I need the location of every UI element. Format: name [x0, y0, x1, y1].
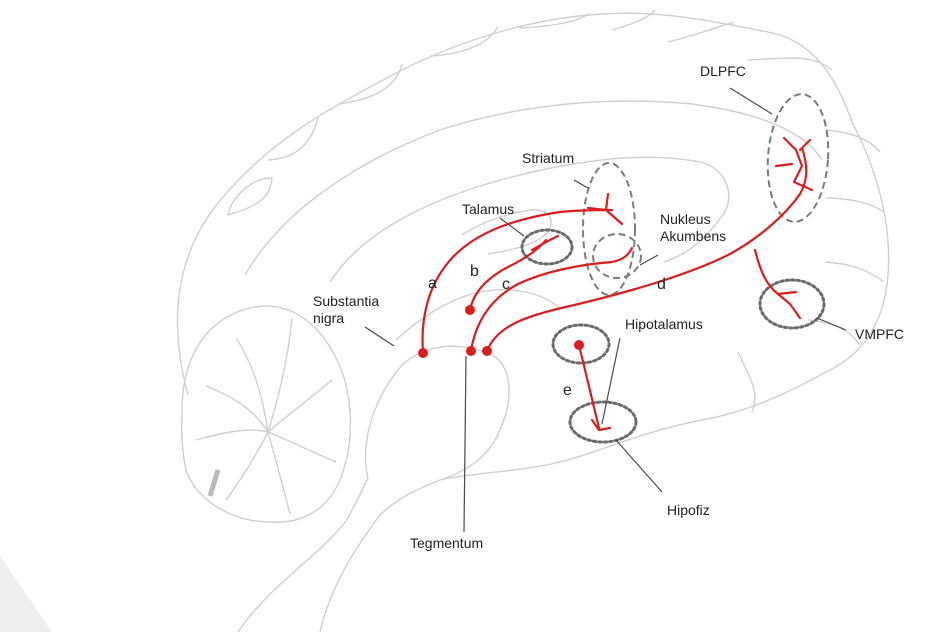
label-hipotalamus: Hipotalamus	[625, 316, 703, 333]
label-striatum: Striatum	[522, 150, 574, 167]
label-talamus: Talamus	[462, 201, 514, 218]
corner-shade	[0, 556, 52, 632]
label-substantia-nigra: Substantia nigra	[313, 293, 379, 327]
cerebellum	[182, 306, 351, 522]
pathway-label-a: a	[428, 275, 437, 292]
cortex-outline	[177, 13, 888, 632]
label-dlpfc: DLPFC	[700, 63, 746, 80]
pons-outline	[366, 346, 509, 480]
accumbens-region	[593, 234, 641, 278]
pathway-label-e: e	[563, 382, 572, 399]
label-tegmentum: Tegmentum	[410, 535, 483, 552]
label-nukleus-akumbens: Nukleus Akumbens	[660, 211, 726, 245]
pathway-label-d: d	[657, 276, 666, 293]
leader-lines	[365, 88, 846, 532]
label-hipofiz: Hipofiz	[667, 502, 710, 519]
pathway-label-b: b	[470, 263, 479, 280]
brainstem-back	[238, 478, 368, 632]
talamus-region	[522, 230, 572, 264]
pathway-label-c: c	[502, 276, 510, 293]
label-vmpfc: VMPFC	[855, 326, 904, 343]
